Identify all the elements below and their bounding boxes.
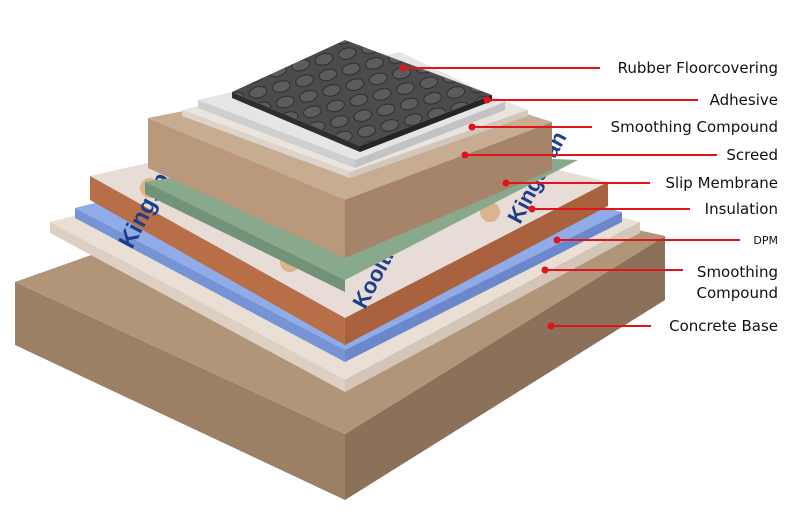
label-insulation: Insulation bbox=[704, 200, 778, 218]
label-adhesive: Adhesive bbox=[709, 91, 778, 109]
leader-dot-insulation bbox=[528, 205, 536, 213]
leader-dot-concrete bbox=[547, 322, 555, 330]
leader-dot-rubber bbox=[399, 64, 407, 72]
leader-dot-slip bbox=[502, 179, 510, 187]
leader-dot-dpm bbox=[553, 236, 561, 244]
leader-dots bbox=[399, 64, 561, 330]
label-rubber-floorcovering: Rubber Floorcovering bbox=[617, 59, 778, 77]
label-smoothing-compound-bottom: Smoothing Compound bbox=[658, 262, 779, 304]
leader-dot-smoothing-top bbox=[468, 123, 476, 131]
label-smoothing-compound-top: Smoothing Compound bbox=[610, 118, 778, 136]
label-slip-membrane: Slip Membrane bbox=[665, 174, 778, 192]
label-dpm: DPM bbox=[753, 234, 778, 247]
rubber-floorcovering-layer bbox=[232, 40, 492, 152]
label-smoothing-bottom-line-1: Smoothing bbox=[696, 263, 778, 281]
label-smoothing-bottom-line-2: Compound bbox=[696, 284, 779, 302]
leader-dot-screed bbox=[461, 151, 469, 159]
leader-dot-adhesive bbox=[483, 96, 491, 104]
label-concrete-base: Concrete Base bbox=[669, 317, 778, 335]
label-screed: Screed bbox=[726, 146, 778, 164]
leader-lines bbox=[403, 67, 740, 327]
leader-dot-smoothing-bottom bbox=[541, 266, 549, 274]
